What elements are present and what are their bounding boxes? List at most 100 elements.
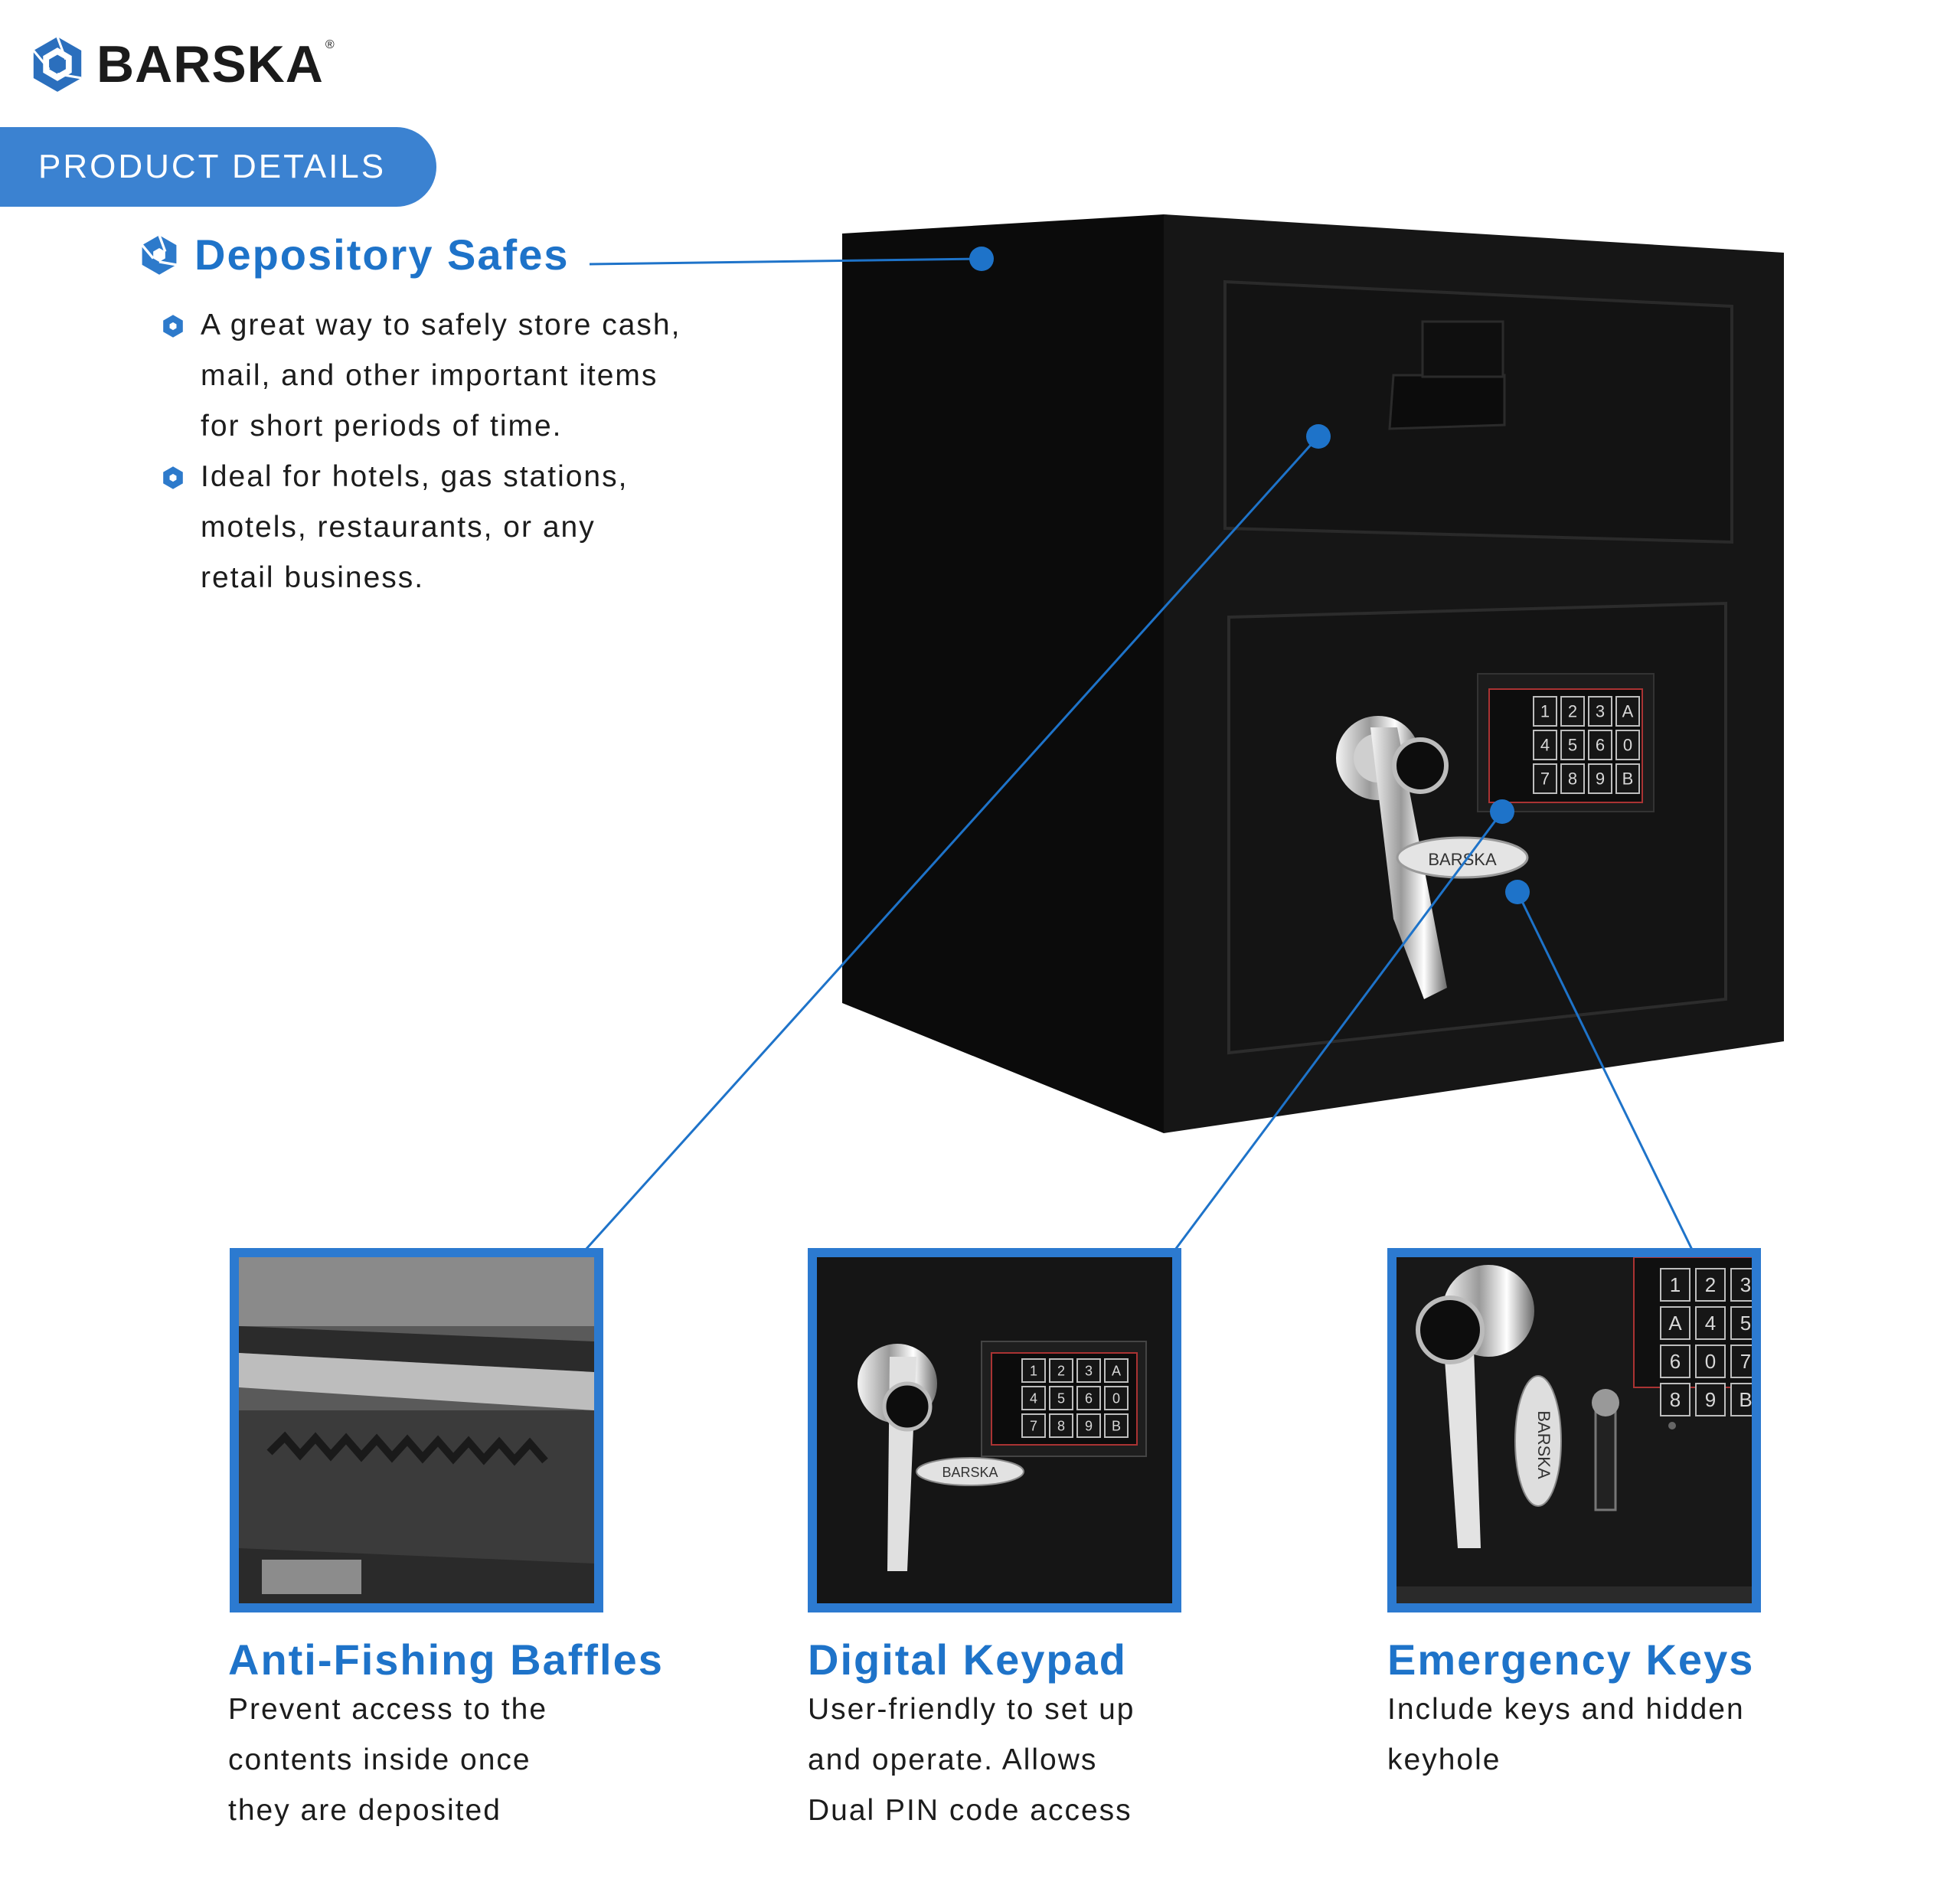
- feature-title-keypad: Digital Keypad: [808, 1635, 1127, 1684]
- feature-desc-line: they are deposited: [228, 1794, 501, 1827]
- callout-dots: [969, 247, 1530, 904]
- bullet-line: for short periods of time.: [201, 410, 563, 443]
- feature-desc-line: contents inside once: [228, 1743, 531, 1776]
- keypad-key: [1615, 763, 1640, 794]
- keypad-key-label: 9: [1596, 769, 1605, 789]
- bullet-item: A great way to safely store cash, mail, …: [161, 300, 782, 452]
- keypad-key: [1695, 1306, 1726, 1340]
- keypad-key: [1049, 1413, 1073, 1438]
- keypad-key-label: A: [1112, 1363, 1121, 1378]
- feature-desc-keys: Include keys and hidden keyhole: [1387, 1684, 1745, 1786]
- keypad-key: [1021, 1386, 1046, 1410]
- keypad-key: [1615, 730, 1640, 760]
- keypad-key-label: 3: [1596, 702, 1605, 721]
- keypad-key: [1533, 730, 1557, 760]
- keypad-key-label: 1: [1670, 1273, 1681, 1296]
- keypad-key-label: 6: [1085, 1390, 1093, 1406]
- feature-desc-baffles: Prevent access to the contents inside on…: [228, 1684, 547, 1836]
- aperture-bullet-icon: [163, 466, 183, 489]
- keypad-key: [1560, 763, 1585, 794]
- keypad-key-label: 3: [1085, 1363, 1093, 1378]
- aperture-bullet-icon: [163, 315, 183, 338]
- keypad-key-label: A: [1668, 1312, 1682, 1335]
- keypad-key: [1021, 1358, 1046, 1383]
- registered-mark: ®: [325, 38, 335, 51]
- handle-knob: [1392, 737, 1449, 794]
- depository-heading: Depository Safes: [138, 230, 570, 279]
- keypad-key: [1660, 1306, 1690, 1340]
- keypad-key-label: 7: [1030, 1418, 1037, 1433]
- callout-line-keys: [1516, 891, 1694, 1250]
- brand-wordmark: BARSKA: [96, 35, 324, 93]
- keypad-key-label: 1: [1540, 702, 1550, 721]
- keypad-key: [1021, 1413, 1046, 1438]
- feature-image-baffles: [230, 1248, 603, 1612]
- keypad-key: [1533, 763, 1557, 794]
- keypad-key: [1076, 1386, 1101, 1410]
- keypad-key: [1533, 696, 1557, 727]
- bullet-line: retail business.: [201, 561, 425, 594]
- keypad-key-label: 8: [1057, 1418, 1065, 1433]
- banner-label: PRODUCT DETAILS: [38, 148, 387, 185]
- safe-door: [1227, 601, 1727, 1055]
- keypad-key-label: A: [1622, 702, 1634, 721]
- keypad-key: [1076, 1413, 1101, 1438]
- product-details-banner: PRODUCT DETAILS: [0, 127, 436, 207]
- keypad-key: [1660, 1268, 1690, 1302]
- keypad-key-label: 8: [1568, 769, 1577, 789]
- callout-line-keypad: [1174, 811, 1504, 1250]
- bullet-text: Ideal for hotels, gas stations, motels, …: [201, 452, 782, 603]
- keypad-key: [1730, 1268, 1752, 1302]
- keypad-key-label: 3: [1740, 1273, 1751, 1296]
- keypad-key: [1730, 1345, 1752, 1378]
- bullet-line: Ideal for hotels, gas stations,: [201, 460, 629, 493]
- keypad-key: [1730, 1306, 1752, 1340]
- svg-text:BARSKA: BARSKA: [1534, 1410, 1553, 1479]
- keypad-key-label: B: [1739, 1388, 1752, 1411]
- keypad-key-label: 5: [1057, 1390, 1065, 1406]
- feature-title-baffles: Anti-Fishing Baffles: [228, 1635, 664, 1684]
- brand-badge: [1396, 836, 1529, 879]
- keypad-key: [1695, 1345, 1726, 1378]
- keypad-key-label: 7: [1740, 1350, 1751, 1373]
- callout-line-baffles: [584, 435, 1320, 1251]
- keypad-key: [1695, 1383, 1726, 1416]
- feature-desc-line: User-friendly to set up: [808, 1693, 1135, 1726]
- keypad-key: [1104, 1386, 1129, 1410]
- bullet-line: motels, restaurants, or any: [201, 511, 596, 544]
- keypad-key: [1560, 696, 1585, 727]
- baffles-closeup: [239, 1257, 594, 1603]
- keypad-key-label: 9: [1085, 1418, 1093, 1433]
- feature-desc-line: Prevent access to the: [228, 1693, 548, 1726]
- keypad-key: [1588, 696, 1612, 727]
- callout-line-depository: [589, 257, 982, 266]
- keypad-key: [1695, 1268, 1726, 1302]
- callout-lines: [584, 257, 1694, 1251]
- barska-logo-icon: [32, 36, 82, 92]
- keypad-key: [1049, 1386, 1073, 1410]
- feature-desc-keypad: User-friendly to set up and operate. All…: [808, 1684, 1135, 1836]
- keypad-key-label: 2: [1057, 1363, 1065, 1378]
- callout-dot: [969, 247, 994, 271]
- keypad-key: [1588, 730, 1612, 760]
- keypad-key-label: B: [1112, 1418, 1121, 1433]
- keypad-key-label: 4: [1705, 1312, 1716, 1335]
- keypad-key-label: 1: [1030, 1363, 1037, 1378]
- keypad-key-label: 2: [1705, 1273, 1716, 1296]
- keypad-key: [1104, 1413, 1129, 1438]
- keypad-key-label: B: [1622, 769, 1634, 789]
- drawer-handle: [1388, 374, 1506, 430]
- keypad-key: [1588, 763, 1612, 794]
- bullet-text: A great way to safely store cash, mail, …: [201, 300, 782, 452]
- bullet-line: mail, and other important items: [201, 359, 658, 392]
- keypad-key-label: 0: [1623, 736, 1632, 755]
- bullet-item: Ideal for hotels, gas stations, motels, …: [161, 452, 782, 603]
- keypad-key-label: 2: [1568, 702, 1577, 721]
- keypad-key-label: 7: [1540, 769, 1550, 789]
- keypad-key-label: 9: [1705, 1388, 1716, 1411]
- aperture-icon: [141, 234, 177, 275]
